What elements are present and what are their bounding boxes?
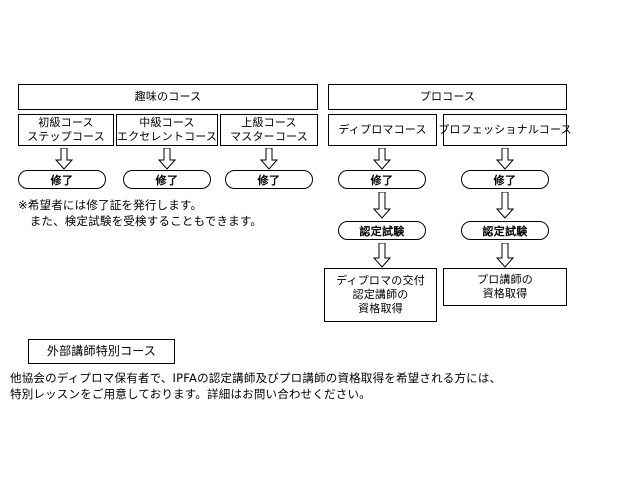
completion-pill-intermediate-label: 修了 — [155, 173, 179, 187]
pro-course-box-diploma: ディプロマコース — [328, 114, 437, 146]
completion-pill-beginner: 修了 — [18, 170, 106, 189]
arrow-down-professional-completion-to-exam — [495, 192, 515, 219]
completion-pill-beginner-label: 修了 — [50, 173, 74, 187]
pro-track-header-box: プロコース — [328, 84, 567, 110]
hobby-track-note-line1: ※希望者には修了証を発行します。 — [18, 198, 203, 212]
completion-pill-professional-label: 修了 — [493, 173, 517, 187]
external-course-box: 外部講師特別コース — [28, 339, 175, 364]
hobby-track-header-label: 趣味のコース — [134, 90, 202, 104]
pro-course-diploma-label: ディプロマコース — [338, 123, 427, 137]
outcome-diploma-line1: ディプロマの交付 — [336, 274, 425, 288]
outcome-diploma-line2: 認定講師の — [352, 288, 409, 302]
arrow-down-advanced-to-completion — [259, 148, 279, 170]
hobby-course-box-intermediate: 中級コース エクセレントコース — [116, 114, 218, 146]
outcome-box-diploma: ディプロマの交付 認定講師の 資格取得 — [324, 268, 437, 322]
hobby-course-beginner-line2: ステップコース — [27, 130, 105, 143]
external-description-line1: 他協会のディプロマ保有者で、IPFAの認定講師及びプロ講師の資格取得を希望される… — [10, 371, 502, 385]
pro-course-box-professional: プロフェッショナルコース — [438, 114, 572, 146]
exam-pill-professional-label: 認定試験 — [482, 224, 528, 238]
arrow-down-intermediate-to-completion — [157, 148, 177, 170]
arrow-down-diploma-exam-to-outcome — [372, 243, 392, 268]
arrow-down-professional-exam-to-outcome — [495, 243, 515, 268]
exam-pill-diploma-label: 認定試験 — [359, 224, 405, 238]
pro-track-header-label: プロコース — [419, 90, 476, 104]
completion-pill-diploma: 修了 — [338, 170, 426, 189]
hobby-course-box-beginner: 初級コース ステップコース — [18, 114, 114, 146]
arrow-down-beginner-to-completion — [54, 148, 74, 170]
arrow-down-professional-to-completion — [495, 148, 515, 170]
outcome-professional-line2: 資格取得 — [482, 287, 528, 300]
outcome-box-professional: プロ講師の 資格取得 — [443, 268, 567, 306]
exam-pill-professional: 認定試験 — [461, 221, 549, 240]
hobby-course-advanced-line2: マスターコース — [230, 130, 308, 143]
hobby-track-header-box: 趣味のコース — [18, 84, 318, 110]
external-description-line2: 特別レッスンをご用意しております。詳細はお問い合わせください。 — [10, 387, 371, 401]
completion-pill-advanced: 修了 — [225, 170, 313, 189]
pro-course-professional-label: プロフェッショナルコース — [438, 123, 572, 137]
exam-pill-diploma: 認定試験 — [338, 221, 426, 240]
completion-pill-intermediate: 修了 — [123, 170, 211, 189]
hobby-course-intermediate-line2: エクセレントコース — [116, 130, 218, 143]
external-course-label: 外部講師特別コース — [46, 344, 157, 358]
completion-pill-diploma-label: 修了 — [370, 173, 394, 187]
completion-pill-advanced-label: 修了 — [257, 173, 281, 187]
outcome-professional-line1: プロ講師の — [477, 273, 533, 287]
hobby-course-box-advanced: 上級コース マスターコース — [220, 114, 318, 146]
arrow-down-diploma-to-completion — [372, 148, 392, 170]
completion-pill-professional: 修了 — [461, 170, 549, 189]
outcome-diploma-line3: 資格取得 — [358, 301, 403, 315]
hobby-course-advanced-line1: 上級コース — [241, 116, 297, 130]
hobby-track-note-line2: また、検定試験を受検することもできます。 — [18, 214, 263, 228]
hobby-course-beginner-line1: 初級コース — [38, 116, 94, 130]
hobby-course-intermediate-line1: 中級コース — [139, 116, 195, 130]
arrow-down-diploma-completion-to-exam — [372, 192, 392, 219]
